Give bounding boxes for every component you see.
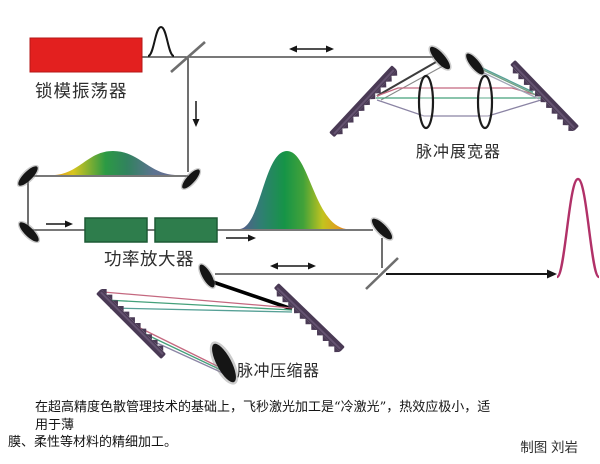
mirror bbox=[461, 48, 489, 80]
mirror bbox=[424, 41, 456, 75]
stretched-pulse-icon bbox=[55, 151, 175, 175]
stretcher-grating-left bbox=[329, 65, 400, 141]
thick-beam bbox=[209, 279, 293, 311]
oscillator-box bbox=[29, 37, 143, 73]
credit-text: 制图 刘岩 bbox=[520, 440, 578, 455]
stretcher-lens-1 bbox=[417, 74, 435, 130]
amplified-pulse-icon bbox=[240, 151, 346, 229]
caption-line-2: 膜、柔性等材料的精细加工。 bbox=[8, 435, 178, 450]
compressor-unit bbox=[96, 279, 345, 375]
direction-arrows bbox=[46, 45, 557, 279]
beamsplitter-2 bbox=[365, 257, 399, 290]
caption-paragraph: 在超高精度色散管理技术的基础上，飞秒激光加工是“冷激光”，热效应极小，适用于薄 … bbox=[8, 399, 494, 452]
amplifier-label: 功率放大器 bbox=[104, 249, 194, 269]
mirror bbox=[14, 217, 44, 247]
stretcher-unit bbox=[329, 59, 580, 141]
beamsplitter-1 bbox=[170, 41, 206, 73]
compressor-grating-right bbox=[271, 283, 345, 355]
beamsplitters bbox=[170, 41, 399, 290]
amplifier-crystal-2 bbox=[154, 217, 218, 243]
amplifier-crystal-1 bbox=[84, 217, 148, 243]
caption-line-1: 在超高精度色散管理技术的基础上，飞秒激光加工是“冷激光”，热效应极小，适用于薄 bbox=[35, 400, 491, 433]
stretcher-lens-2 bbox=[476, 74, 494, 130]
mirror bbox=[177, 164, 205, 194]
oscillator-label: 锁模振荡器 bbox=[35, 81, 128, 101]
stretcher-label: 脉冲展宽器 bbox=[416, 144, 502, 161]
stretcher-grating-right bbox=[507, 59, 580, 134]
compressor-label: 脉冲压缩器 bbox=[237, 363, 320, 380]
short-pulse-icon bbox=[147, 25, 175, 57]
mirror bbox=[194, 260, 220, 292]
compressed-output-pulse-icon bbox=[555, 177, 600, 279]
